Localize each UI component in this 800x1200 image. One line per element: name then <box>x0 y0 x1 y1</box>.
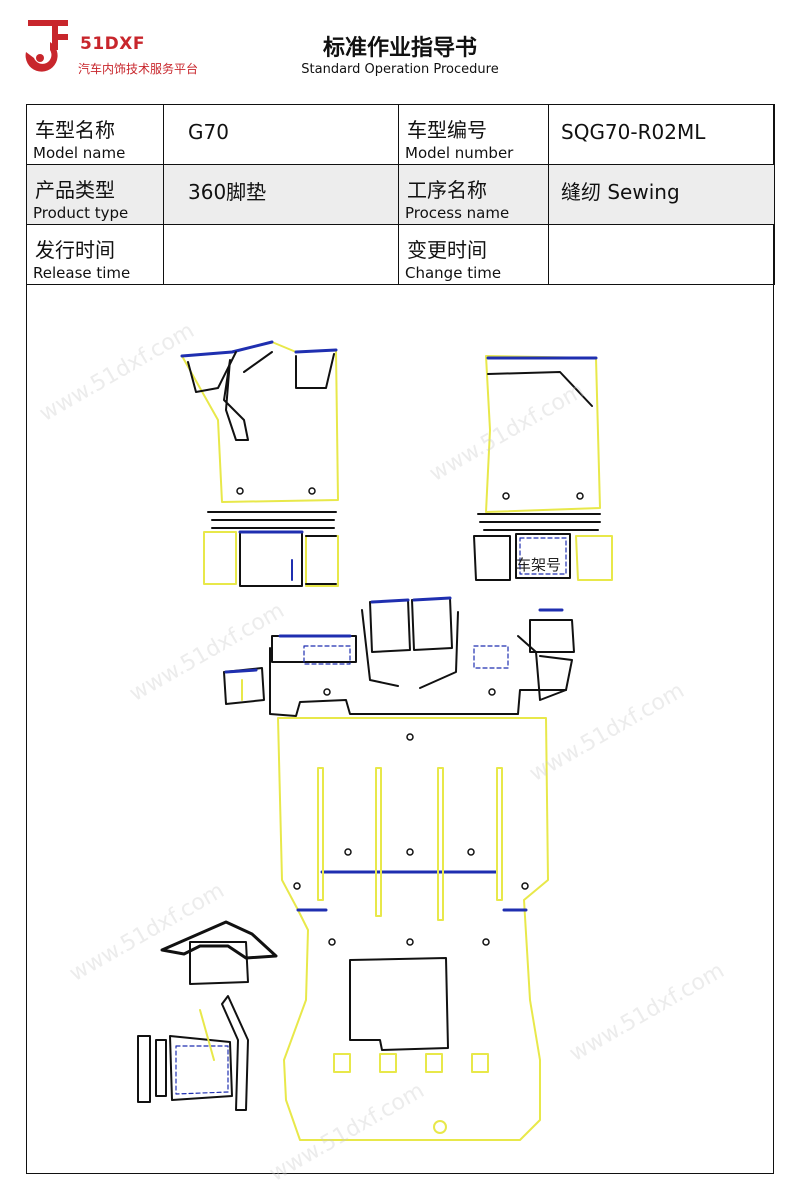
change-time-value-cell <box>548 224 775 285</box>
model-number-value: SQG70-R02ML <box>561 120 706 144</box>
label-cn: 工序名称 <box>407 178 487 202</box>
label-cn: 产品类型 <box>35 178 115 202</box>
product-type-value: 360脚垫 <box>188 180 267 204</box>
change-time-label-cell: 变更时间 Change time <box>398 224 549 285</box>
model-name-value: G70 <box>188 120 229 144</box>
left-side-pieces <box>137 920 278 1111</box>
label-en: Product type <box>33 204 129 222</box>
label-en: Process name <box>405 204 510 222</box>
process-name-value-cell: 缝纫 Sewing <box>548 164 775 225</box>
model-name-label-cell: 车型名称 Model name <box>26 104 164 165</box>
brand-tagline: 汽车内饰技术服务平台 <box>78 62 199 76</box>
info-table: 车型名称 Model name G70 车型编号 Model number SQ… <box>26 104 775 285</box>
label-cn: 车型名称 <box>35 118 115 142</box>
page-title: 标准作业指导书 <box>322 36 477 61</box>
process-name-value: 缝纫 Sewing <box>561 180 680 204</box>
middle-parts <box>223 596 575 717</box>
release-time-value-cell <box>163 224 399 285</box>
table-row: 产品类型 Product type 360脚垫 工序名称 Process nam… <box>26 164 775 225</box>
label-en: Model number <box>405 144 514 162</box>
label-en: Model name <box>33 144 126 162</box>
model-number-value-cell: SQG70-R02ML <box>548 104 775 165</box>
mat-pattern-drawing: 车架号 <box>137 340 613 1141</box>
logo-icon <box>25 20 68 72</box>
model-name-value-cell: G70 <box>163 104 399 165</box>
release-time-label-cell: 发行时间 Release time <box>26 224 164 285</box>
label-en: Release time <box>33 264 131 282</box>
process-name-label-cell: 工序名称 Process name <box>398 164 549 225</box>
label-en: Change time <box>405 264 502 282</box>
rear-floor-mat <box>277 717 549 1141</box>
label-cn: 车型编号 <box>407 118 487 142</box>
product-type-value-cell: 360脚垫 <box>163 164 399 225</box>
label-cn: 变更时间 <box>407 238 487 262</box>
table-row: 车型名称 Model name G70 车型编号 Model number SQ… <box>26 104 775 165</box>
front-right-mat <box>473 355 613 581</box>
brand-name: 51DXF <box>80 34 145 54</box>
model-number-label-cell: 车型编号 Model number <box>398 104 549 165</box>
frame-number-label: 车架号 <box>516 556 561 574</box>
page-header: 51DXF 汽车内饰技术服务平台 标准作业指导书 Standard Operat… <box>0 0 800 104</box>
label-cn: 发行时间 <box>35 238 115 262</box>
page-subtitle: Standard Operation Procedure <box>301 62 499 77</box>
product-type-label-cell: 产品类型 Product type <box>26 164 164 225</box>
front-left-mat <box>180 340 339 587</box>
table-row: 发行时间 Release time 变更时间 Change time <box>26 224 775 285</box>
